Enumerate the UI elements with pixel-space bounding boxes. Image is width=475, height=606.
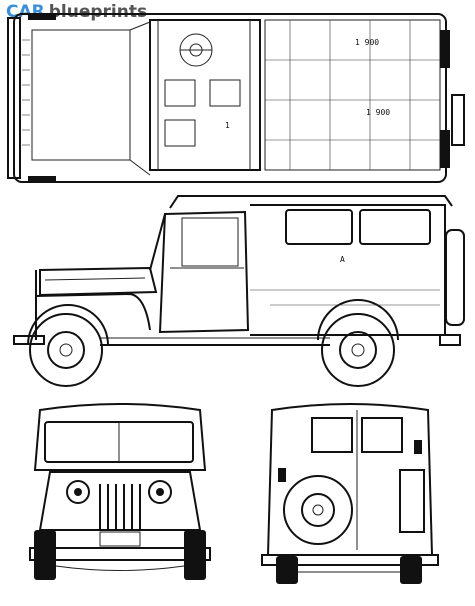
svg-text:A: A [340, 255, 345, 264]
svg-text:1 900: 1 900 [355, 38, 379, 47]
side-view: A [13, 195, 465, 387]
svg-text:1 900: 1 900 [366, 108, 390, 117]
svg-text:1: 1 [225, 121, 230, 130]
front-view [29, 403, 211, 580]
logo-suffix: blueprints [48, 2, 148, 22]
rear-view [261, 403, 439, 584]
top-view: 1 900 1 900 1 [7, 13, 465, 183]
